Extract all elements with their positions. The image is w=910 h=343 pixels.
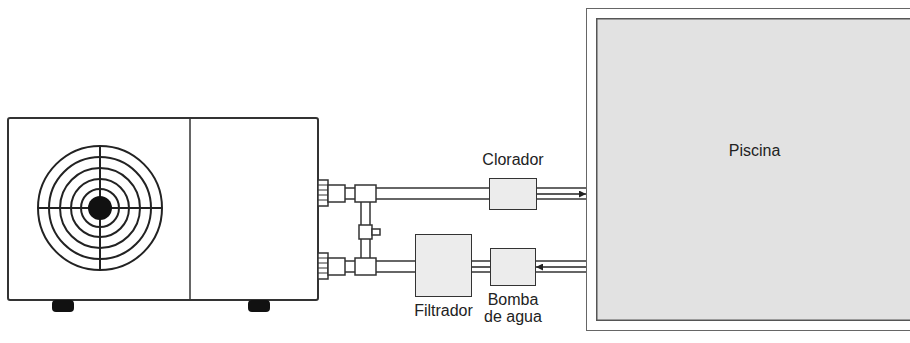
node-label: Filtrador — [414, 302, 473, 320]
pool-area: Piscina — [586, 8, 910, 331]
filter-box: Filtrador — [415, 234, 472, 297]
flow-connector — [472, 266, 490, 268]
pump-box: Bomba de agua — [490, 248, 536, 286]
node-label: Bomba de agua — [478, 291, 548, 325]
flow-connector — [537, 193, 586, 195]
node-label: Clorador — [482, 151, 543, 169]
node-label: Piscina — [587, 142, 910, 160]
flow-connector — [536, 266, 586, 268]
chlorinator-box: Clorador — [489, 178, 537, 210]
